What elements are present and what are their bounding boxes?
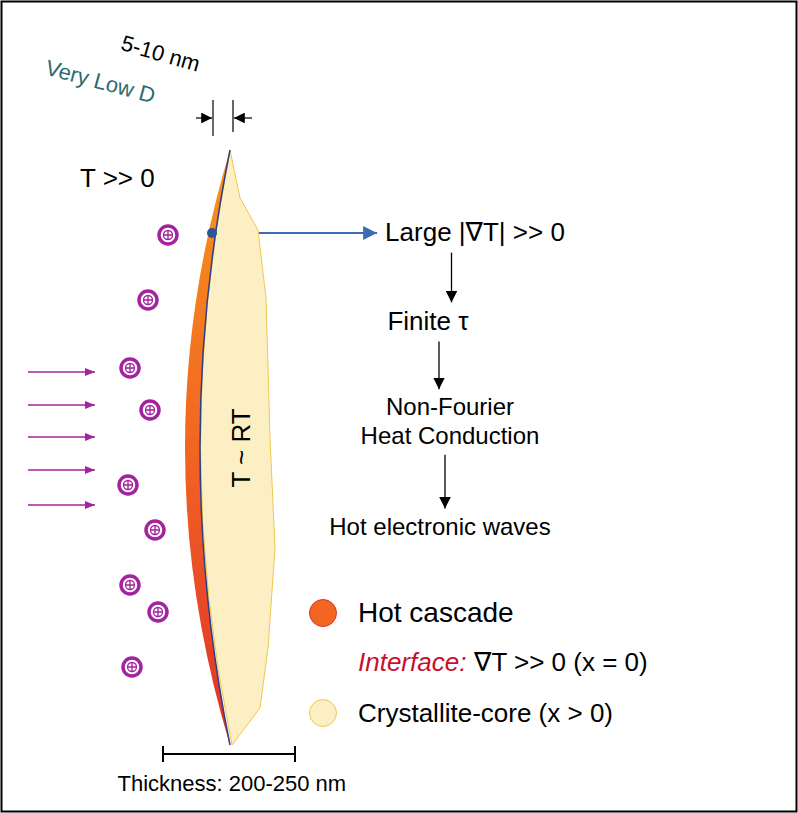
beam-arrow [28,469,95,471]
ion-ring [119,476,137,494]
annotation-label: 5-10 nm [117,30,202,78]
ion-ring [139,291,157,309]
ion-symbol [149,603,167,621]
legend-swatch [308,598,338,628]
ion-ring [149,603,167,621]
ion-symbol [159,226,177,244]
hot-cascade-layer [185,150,230,745]
dimension-tick [212,100,213,136]
process-step: Large |∇T| >> 0 [385,217,565,248]
beam-arrow [28,404,95,406]
beam-arrow [28,504,95,506]
step-text: Hot electronic waves [329,513,550,542]
ion-symbol [123,658,141,676]
bar-line [163,753,295,755]
crystallite-lens: T ~ RT [180,148,280,748]
ion-ring [123,658,141,676]
ion-symbol [119,476,137,494]
ion-symbol [121,576,139,594]
bar-tick [162,746,164,762]
ion-plus [151,526,160,535]
ion-core [154,608,163,617]
ion-plus [128,663,137,672]
ion-plus [154,608,163,617]
ion-core [126,364,135,373]
ion-core [124,481,133,490]
rotated-label: T ~ RT [226,408,257,487]
ion-symbol [121,359,139,377]
ion-ring [121,576,139,594]
dimension-arrow [234,117,252,118]
dimension-tick [232,100,233,132]
step-text: Large |∇T| >> 0 [385,217,565,248]
ion-plus [164,231,173,240]
ion-ring [159,226,177,244]
ion-symbol [146,521,164,539]
ion-core [146,406,155,415]
ion-ring [146,521,164,539]
annotation-label: Interface: [358,647,466,678]
beam-arrow [28,436,95,438]
step-text: Finite τ [387,306,468,337]
legend-swatch [308,698,338,728]
dimension-arrow [196,117,212,118]
ion-ring [141,401,159,419]
flow-arrow [438,342,439,390]
ion-core [126,581,135,590]
legend-text: Crystallite-core (x > 0) [358,698,613,729]
interface-point [207,228,217,238]
ion-plus [124,481,133,490]
ion-plus [126,364,135,373]
ion-symbol [139,291,157,309]
ion-group [119,226,177,676]
ion-core [164,231,173,240]
bar-tick [294,746,296,762]
ion-plus [126,581,135,590]
interface-line [200,150,230,745]
legend-swatch [310,700,337,727]
beam-arrow [28,371,95,373]
ion-beam [28,372,95,505]
ion-core [128,663,137,672]
ion-ring [121,359,139,377]
process-step: Hot electronic waves [329,513,550,542]
process-step: Non-Fourier Heat Conduction [350,393,550,451]
flow-arrow [444,455,445,509]
ion-plus [146,406,155,415]
annotation-label: ∇T >> 0 (x = 0) [474,647,648,678]
step-text: Non-Fourier Heat Conduction [350,393,550,451]
legend-text: Hot cascade [358,596,514,630]
dimension-marks [196,100,252,136]
annotation-label: T >> 0 [80,163,155,194]
ion-core [144,296,153,305]
ion-plus [144,296,153,305]
annotation-label: Thickness: 200-250 nm [118,771,347,797]
ion-symbol [141,401,159,419]
annotation-label: Very Low D [42,55,157,110]
ion-core [151,526,160,535]
process-step: Finite τ [387,306,468,337]
flow-arrow [451,253,452,303]
legend-swatch [310,600,337,627]
thickness-bar [163,746,295,762]
